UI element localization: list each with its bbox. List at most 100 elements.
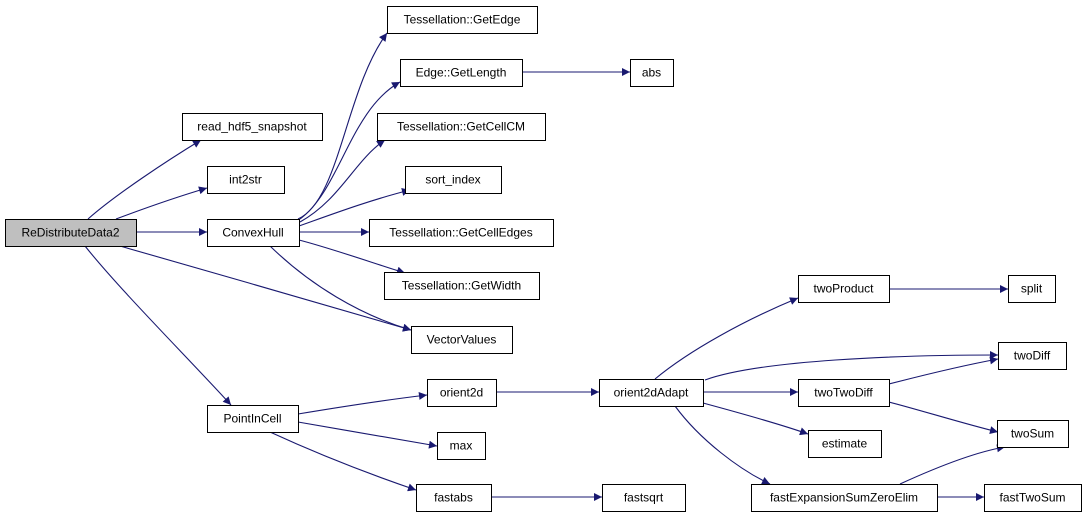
node-tess-getedge[interactable]: Tessellation::GetEdge (387, 6, 538, 34)
edge-line (298, 239, 406, 275)
node-label: fastExpansionSumZeroElim (770, 491, 918, 505)
edge-twotwodiff-to-twosum (888, 401, 999, 435)
node-label: ReDistributeData2 (21, 226, 119, 240)
nodes-layer: ReDistributeData2 read_hdf5_snapshot int2s… (5, 6, 1082, 512)
edge-twotwodiff-to-twodiff (888, 356, 999, 385)
node-label: twoSum (1011, 427, 1054, 441)
node-max[interactable]: max (437, 432, 486, 460)
node-box (405, 166, 502, 194)
node-label: fastabs (434, 491, 473, 505)
edge-orient2dadapt-to-twoproduct (654, 297, 799, 380)
node-tess-getcellcm[interactable]: Tessellation::GetCellCM (377, 113, 546, 141)
edge-orient2dadapt-to-twodiff (704, 351, 999, 381)
node-box (630, 59, 674, 87)
node-orient2d[interactable]: orient2d (427, 379, 497, 407)
node-tess-getcelledges[interactable]: Tessellation::GetCellEdges (369, 219, 554, 247)
node-twoproduct[interactable]: twoProduct (798, 275, 890, 303)
node-twotwodiff[interactable]: twoTwoDiff (798, 379, 890, 407)
node-label: abs (642, 66, 661, 80)
node-int2str[interactable]: int2str (207, 166, 285, 194)
edge-orient2dadapt-to-fastexp (674, 405, 771, 485)
node-box (377, 113, 546, 141)
edge-convexhull-to-tess_getwidth (298, 239, 406, 275)
node-convexhull[interactable]: ConvexHull (207, 219, 300, 247)
node-label: read_hdf5_snapshot (197, 120, 307, 134)
node-tess-getwidth[interactable]: Tessellation::GetWidth (384, 272, 540, 300)
node-box (207, 219, 300, 247)
node-box (182, 113, 323, 141)
node-label: Tessellation::GetCellCM (397, 120, 525, 134)
node-box (5, 219, 137, 247)
edge-line (119, 245, 412, 332)
edge-pointincell-to-orient2d (297, 391, 428, 415)
edge-line (269, 431, 417, 492)
edge-line (888, 401, 999, 435)
node-label: fastsqrt (624, 491, 664, 505)
node-label: PointInCell (223, 412, 281, 426)
node-box (984, 484, 1082, 512)
node-fastexp[interactable]: fastExpansionSumZeroElim (751, 484, 938, 512)
node-box (751, 484, 938, 512)
node-box (599, 379, 704, 407)
node-fasttwosum[interactable]: fastTwoSum (984, 484, 1082, 512)
node-box (207, 166, 285, 194)
node-label: Tessellation::GetWidth (402, 279, 521, 293)
edge-line (298, 188, 411, 227)
node-label: ConvexHull (222, 226, 283, 240)
node-box (1008, 275, 1056, 303)
node-label: Edge::GetLength (416, 66, 507, 80)
node-box (998, 342, 1067, 370)
node-box (387, 6, 538, 34)
node-box (437, 432, 486, 460)
edge-redistribute-to-int2str (115, 186, 208, 220)
node-abs[interactable]: abs (630, 59, 674, 87)
edge-redistribute-to-read_hdf5 (87, 139, 202, 220)
edge-line (654, 297, 799, 380)
node-fastsqrt[interactable]: fastsqrt (602, 484, 686, 512)
node-read-hdf5[interactable]: read_hdf5_snapshot (182, 113, 323, 141)
node-estimate[interactable]: estimate (808, 430, 882, 458)
node-label: max (450, 439, 473, 453)
node-box (427, 379, 497, 407)
node-label: int2str (229, 173, 262, 187)
edge-convexhull-to-sort_index (298, 188, 411, 227)
node-label: orient2dAdapt (614, 386, 689, 400)
node-twodiff[interactable]: twoDiff (998, 342, 1067, 370)
node-fastabs[interactable]: fastabs (416, 484, 492, 512)
node-box (400, 59, 523, 87)
node-label: split (1021, 282, 1043, 296)
node-vectorvalues[interactable]: VectorValues (411, 326, 513, 354)
node-edge-getlength[interactable]: Edge::GetLength (400, 59, 523, 87)
edge-orient2dadapt-to-estimate (702, 402, 809, 436)
edge-line (299, 81, 401, 220)
node-box (798, 275, 890, 303)
edge-redistribute-to-pointincell (84, 245, 232, 406)
edge-line (115, 186, 208, 220)
node-orient2dadapt[interactable]: orient2dAdapt (599, 379, 704, 407)
node-twosum[interactable]: twoSum (997, 420, 1069, 448)
node-label: VectorValues (427, 333, 497, 347)
node-label: orient2d (440, 386, 483, 400)
edge-convexhull-to-edge_getlength (299, 81, 401, 220)
node-box (997, 420, 1069, 448)
node-redistribute[interactable]: ReDistributeData2 (5, 219, 137, 247)
edge-line (297, 421, 438, 449)
edge-line (888, 356, 999, 385)
edge-redistribute-to-vectorvalues (119, 245, 412, 332)
edge-convexhull-to-vectorvalues (269, 245, 412, 332)
node-split[interactable]: split (1008, 275, 1056, 303)
edge-pointincell-to-max (297, 421, 438, 449)
node-box (808, 430, 882, 458)
node-label: twoDiff (1014, 349, 1051, 363)
node-pointincell[interactable]: PointInCell (207, 405, 299, 433)
node-sort-index[interactable]: sort_index (405, 166, 502, 194)
edge-line (84, 245, 232, 406)
edge-pointincell-to-fastabs (269, 431, 417, 492)
edge-line (899, 444, 1006, 485)
edge-fastexp-to-twosum (899, 444, 1006, 485)
node-label: twoTwoDiff (814, 386, 873, 400)
node-box (207, 405, 299, 433)
edge-line (704, 351, 999, 381)
node-box (798, 379, 890, 407)
